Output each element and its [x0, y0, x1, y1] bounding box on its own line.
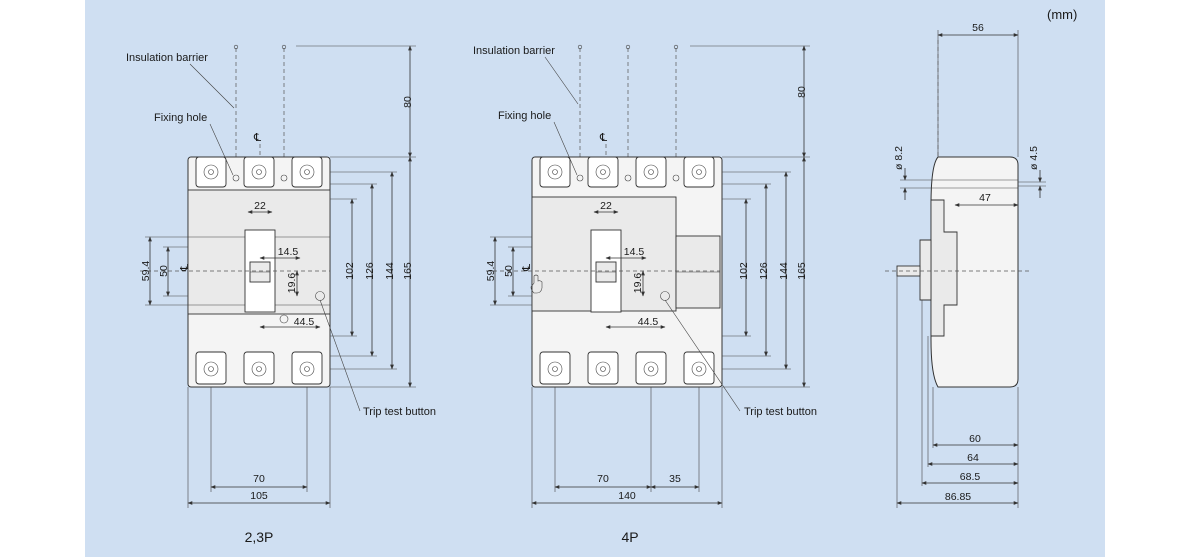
dim-19-6: 19.6: [632, 273, 644, 294]
dim-140: 140: [618, 490, 636, 502]
view-side: 56 ø 8.2 ø 4.5 47 60 64 68.5 86.85: [885, 22, 1046, 508]
dim-102: 102: [738, 262, 750, 280]
side-handle: [919, 239, 932, 301]
dim-144: 144: [384, 262, 396, 280]
dim-dia-8-2: ø 8.2: [893, 146, 905, 170]
dim-126: 126: [364, 262, 376, 280]
dim-59-4: 59.4: [140, 261, 152, 282]
centerline-mark: ℄: [599, 132, 607, 144]
fixing-hole-label: Fixing hole: [498, 110, 551, 122]
dim-14-5: 14.5: [278, 246, 299, 258]
trip-test-button-label: Trip test button: [744, 406, 817, 418]
dim-144: 144: [778, 262, 790, 280]
dim-59-4: 59.4: [485, 261, 497, 282]
dim-165: 165: [796, 262, 808, 280]
terminal: [195, 156, 227, 188]
dim-105: 105: [250, 490, 268, 502]
dim-80: 80: [796, 86, 808, 98]
dim-80: 80: [402, 96, 414, 108]
dim-35: 35: [669, 473, 681, 485]
dim-19-6: 19.6: [286, 273, 298, 294]
side-handle-base: [930, 199, 958, 337]
unit-label: (mm): [1047, 7, 1077, 22]
centerline-mark: ℄: [521, 264, 533, 272]
fixing-hole-label: Fixing hole: [154, 112, 207, 124]
terminal: [291, 351, 323, 385]
dim-102: 102: [344, 262, 356, 280]
terminal: [243, 156, 275, 188]
dim-70: 70: [253, 473, 265, 485]
terminal: [243, 351, 275, 385]
dim-70: 70: [597, 473, 609, 485]
dim-68-5: 68.5: [960, 471, 981, 483]
dim-50: 50: [503, 265, 515, 277]
terminal: [195, 351, 227, 385]
trip-test-button-label: Trip test button: [363, 406, 436, 418]
view-4p: ℄ ℄ Insulation barrier Fixing hole Trip …: [473, 44, 817, 545]
insulation-barrier-label: Insulation barrier: [473, 45, 555, 57]
dim-60: 60: [969, 433, 981, 445]
hand-cursor-icon: [530, 274, 543, 294]
dim-22: 22: [254, 200, 266, 212]
caption-4p: 4P: [621, 529, 638, 545]
dim-126: 126: [758, 262, 770, 280]
dim-44-5: 44.5: [638, 316, 659, 328]
dim-50: 50: [158, 265, 170, 277]
centerline-mark: ℄: [253, 132, 261, 144]
dim-22: 22: [600, 200, 612, 212]
dim-86-85: 86.85: [945, 491, 971, 503]
centerline-mark: ℄: [179, 264, 191, 272]
dim-56: 56: [972, 22, 984, 34]
dim-47: 47: [979, 192, 991, 204]
terminal: [291, 156, 323, 188]
dim-165: 165: [402, 262, 414, 280]
dim-44-5: 44.5: [294, 316, 315, 328]
caption-23p: 2,3P: [245, 529, 274, 545]
insulation-barrier-label: Insulation barrier: [126, 52, 208, 64]
dim-dia-4-5: ø 4.5: [1028, 146, 1040, 170]
dim-64: 64: [967, 452, 979, 464]
hole-icon: [279, 314, 289, 324]
view-23p: ℄ ℄ Insulation barrier Fixing hole Trip …: [126, 44, 436, 545]
dim-14-5: 14.5: [624, 246, 645, 258]
side-body: [930, 156, 1019, 388]
